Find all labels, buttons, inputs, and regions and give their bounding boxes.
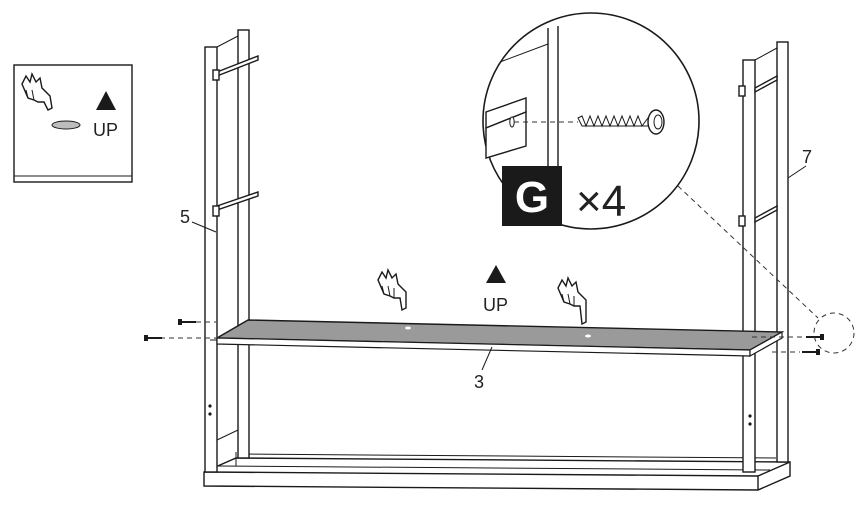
up-label: UP — [483, 295, 508, 315]
inset-up-label: UP — [93, 120, 118, 140]
right-screws — [752, 312, 855, 355]
left-screws — [144, 319, 220, 341]
part-label-right-frame: 7 — [802, 147, 812, 167]
up-arrow-icon — [96, 91, 116, 110]
pointing-hand-icon — [377, 267, 407, 312]
screw-icon — [806, 334, 824, 340]
detail-magnifier: G ×4 — [482, 12, 819, 319]
shelf-panel — [210, 319, 785, 358]
hole-icon — [51, 120, 81, 130]
screw-icon — [144, 335, 162, 341]
screw-icon — [802, 349, 820, 355]
right-side-frame — [738, 41, 789, 473]
screw-icon — [577, 109, 665, 135]
left-side-frame — [204, 29, 259, 473]
base-frame — [203, 452, 791, 491]
fastener-badge — [502, 166, 562, 226]
pointing-hand-icon — [557, 275, 587, 326]
up-arrow-icon — [486, 265, 506, 283]
pointing-hand-icon — [21, 71, 53, 111]
part-label-left-frame: 5 — [180, 207, 190, 227]
fastener-letter: G — [515, 173, 549, 222]
screw-icon — [178, 319, 196, 325]
orientation-inset: UP — [13, 64, 133, 183]
fastener-quantity: ×4 — [576, 177, 626, 226]
part-label-shelf: 3 — [474, 372, 484, 392]
